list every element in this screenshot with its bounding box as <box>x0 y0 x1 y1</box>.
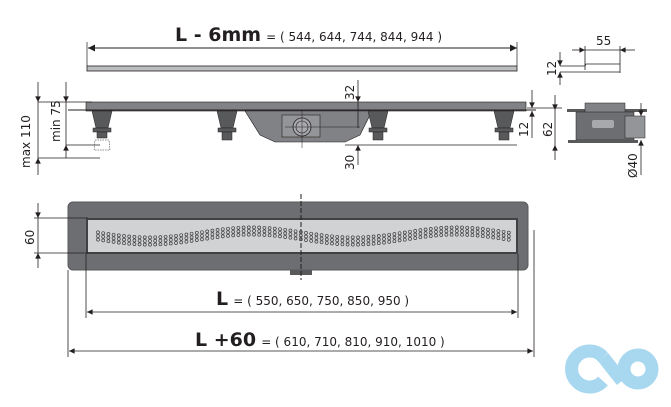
max-height-label: max 110 <box>19 115 33 168</box>
length-dimensions <box>67 230 535 357</box>
outer-length-label: L +60 = ( 610, 710, 810, 910, 1010 ) <box>195 331 445 350</box>
width-label: 60 <box>23 229 37 245</box>
width-dimension <box>34 203 88 268</box>
outlet-diameter-label: Ø40 <box>626 153 640 178</box>
outer-length-bold: L +60 <box>195 329 257 351</box>
inner-length-values: = ( 550, 650, 750, 850, 950 ) <box>233 294 410 308</box>
flange-height-label: 12 <box>517 121 531 137</box>
side-height-dimensions <box>527 90 562 160</box>
inner-length-bold: L <box>216 288 229 310</box>
top-grate-strip <box>86 42 518 72</box>
end-section-view <box>567 102 647 175</box>
profile-section <box>557 46 635 85</box>
top-view-channel <box>67 194 529 280</box>
top-offset-label: 32 <box>343 84 357 100</box>
infinity-logo-icon <box>565 344 659 394</box>
offset-dimensions <box>345 80 517 165</box>
top-dimension-values: = ( 544, 644, 744, 844, 944 ) <box>266 30 443 44</box>
bottom-offset-label: 30 <box>343 154 357 170</box>
inner-length-label: L = ( 550, 650, 750, 850, 950 ) <box>216 290 409 309</box>
min-height-label: min 75 <box>49 100 63 142</box>
grate-hole-pattern <box>96 225 511 247</box>
top-dimension-bold: L - 6mm <box>175 24 262 46</box>
side-view-channel <box>68 101 536 151</box>
profile-height-label: 12 <box>545 60 559 76</box>
total-height-label: 62 <box>541 121 555 137</box>
outer-length-values: = ( 610, 710, 810, 910, 1010 ) <box>261 335 445 349</box>
profile-width-label: 55 <box>596 34 612 48</box>
height-dimensions <box>35 82 100 175</box>
top-dimension-label: L - 6mm = ( 544, 644, 744, 844, 944 ) <box>175 26 442 45</box>
